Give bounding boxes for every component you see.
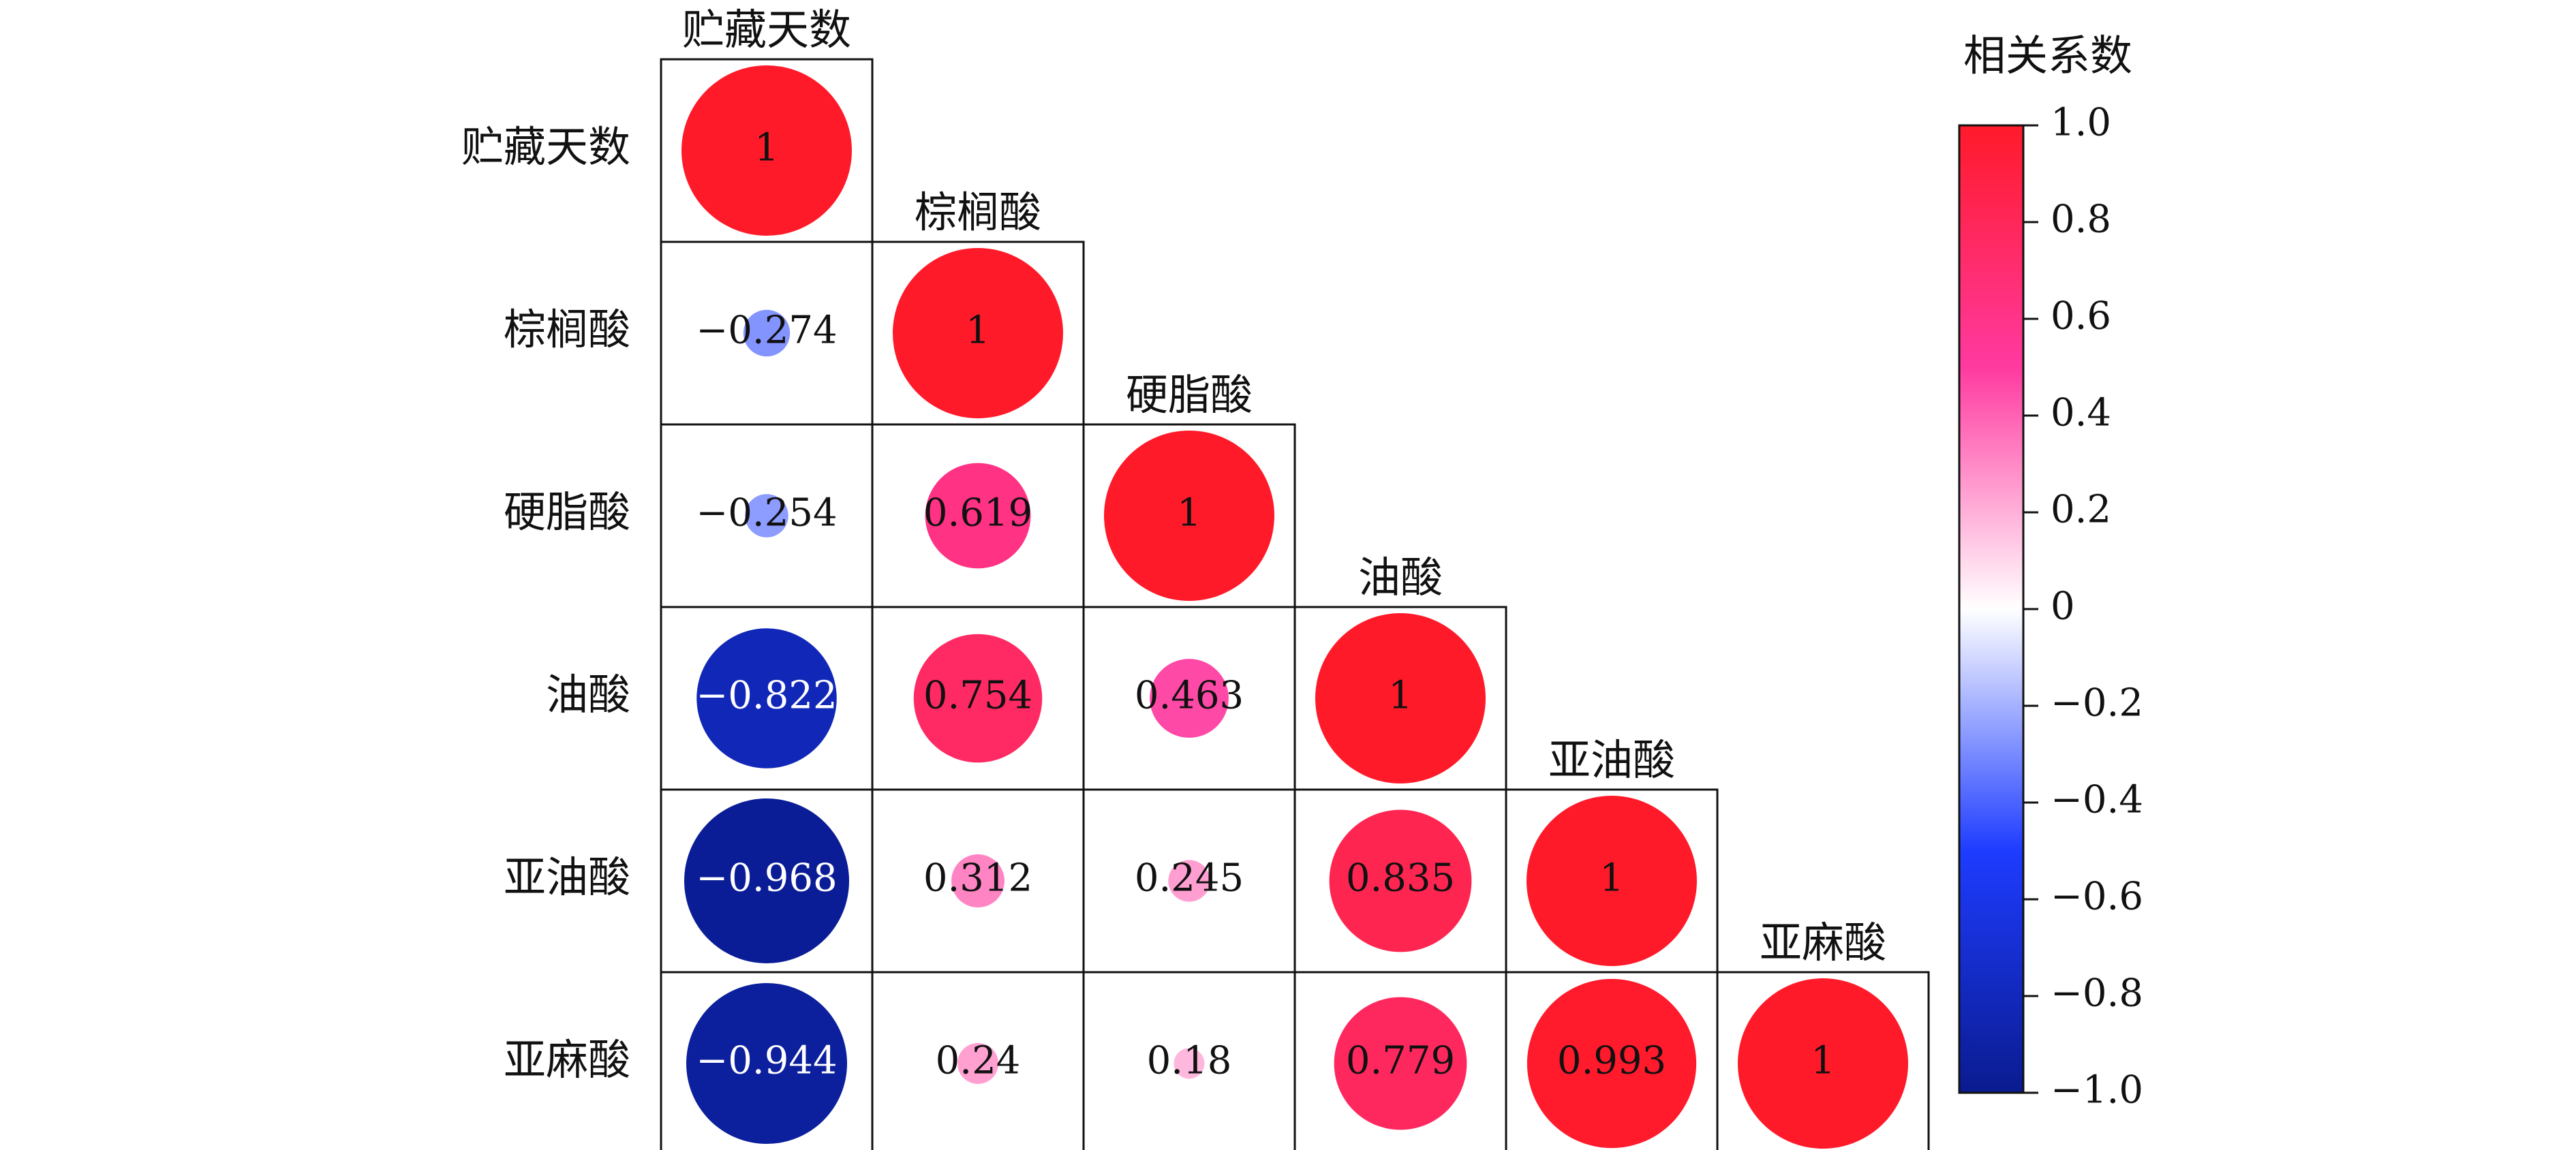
colorbar-tick-label: −1.0 [2051, 1068, 2143, 1113]
correlation-circle [684, 798, 849, 963]
colorbar-title: 相关系数 [1963, 31, 2132, 80]
correlation-value-label: 0.993 [1557, 1039, 1666, 1083]
correlation-circle [1527, 978, 1697, 1149]
matrix-cell [1716, 971, 1930, 1150]
correlation-circle [1104, 431, 1274, 601]
correlation-circle [893, 248, 1063, 418]
colorbar-tick-label: 1.0 [2051, 101, 2111, 145]
correlation-circle [1527, 796, 1697, 966]
colorbar: 相关系数 1.0 0.8 0.6 0.4 0.2 0 −0.2 −0.4 −0.6 −0.8 −1.… [1958, 31, 2143, 1113]
correlation-value-label: −0.944 [696, 1039, 837, 1083]
correlation-circle [681, 65, 852, 236]
colorbar-tick-label: 0.4 [2051, 391, 2111, 435]
correlation-value-label: −0.822 [696, 674, 837, 718]
correlation-circle [686, 983, 847, 1144]
row-label: 硬脂酸 [504, 487, 630, 537]
correlation-value-label: −0.254 [696, 491, 837, 535]
correlation-value-label: 0.18 [1147, 1039, 1232, 1083]
correlation-circle [743, 309, 791, 357]
correlation-circle [1738, 978, 1908, 1149]
correlation-value-label: 0.835 [1346, 856, 1455, 901]
correlation-value-label: 1 [1177, 491, 1201, 535]
correlation-value-label: −0.968 [696, 856, 837, 901]
correlation-circle [1174, 1048, 1205, 1079]
correlation-value-label: 0.619 [923, 491, 1032, 535]
row-label: 棕榈酸 [504, 305, 630, 354]
colorbar-tick-label: 0.6 [2051, 294, 2111, 339]
colorbar-tick-label: −0.6 [2051, 875, 2143, 919]
correlation-circle [1150, 659, 1229, 738]
correlation-value-label: 1 [1388, 674, 1413, 718]
correlation-circle [951, 854, 1005, 907]
correlation-value-label: 0.779 [1346, 1039, 1455, 1083]
correlation-value-label: 0.24 [936, 1039, 1021, 1083]
column-label: 亚油酸 [1548, 735, 1675, 785]
correlation-value-label: −0.274 [696, 309, 837, 353]
correlation-value-label: 0.463 [1135, 674, 1244, 718]
correlation-value-label: 1 [966, 309, 990, 353]
column-label: 亚麻酸 [1760, 918, 1886, 967]
correlation-circle [957, 1043, 998, 1084]
correlation-value-label: 1 [1811, 1039, 1835, 1083]
correlation-circle [745, 494, 788, 538]
row-label: 油酸 [546, 670, 630, 719]
row-label: 亚麻酸 [504, 1035, 630, 1085]
correlation-value-label: 0.245 [1135, 856, 1244, 901]
colorbar-tick-label: −0.8 [2051, 972, 2143, 1016]
correlation-value-label: 1 [754, 126, 779, 170]
colorbar-tick-label: −0.2 [2051, 681, 2143, 726]
colorbar-ticks: 1.0 0.8 0.6 0.4 0.2 0 −0.2 −0.4 −0.6 −0.8 −1.0 [2023, 101, 2143, 1113]
correlation-circle [1334, 997, 1467, 1130]
column-label: 棕榈酸 [915, 187, 1041, 237]
correlation-circle [1168, 860, 1210, 902]
colorbar-tick-label: 0.8 [2051, 198, 2111, 242]
correlation-value-label: 0.312 [923, 856, 1032, 901]
row-label: 亚油酸 [504, 852, 630, 902]
correlation-circle [925, 463, 1031, 569]
colorbar-tick-label: 0.2 [2051, 488, 2111, 532]
correlation-value-label: 1 [1599, 856, 1624, 901]
column-label: 油酸 [1358, 553, 1443, 602]
colorbar-gradient [1958, 124, 2025, 1094]
column-label: 硬脂酸 [1126, 370, 1253, 420]
colorbar-tick-label: −0.4 [2051, 778, 2143, 822]
correlation-circle [696, 628, 837, 768]
correlation-value-label: 0.754 [923, 674, 1032, 718]
colorbar-tick-label: 0 [2051, 585, 2075, 629]
column-label: 贮藏天数 [682, 5, 851, 55]
correlation-circle [1315, 613, 1486, 783]
correlation-circle [1329, 809, 1472, 952]
row-label: 贮藏天数 [461, 122, 630, 172]
correlation-circle [913, 634, 1043, 763]
